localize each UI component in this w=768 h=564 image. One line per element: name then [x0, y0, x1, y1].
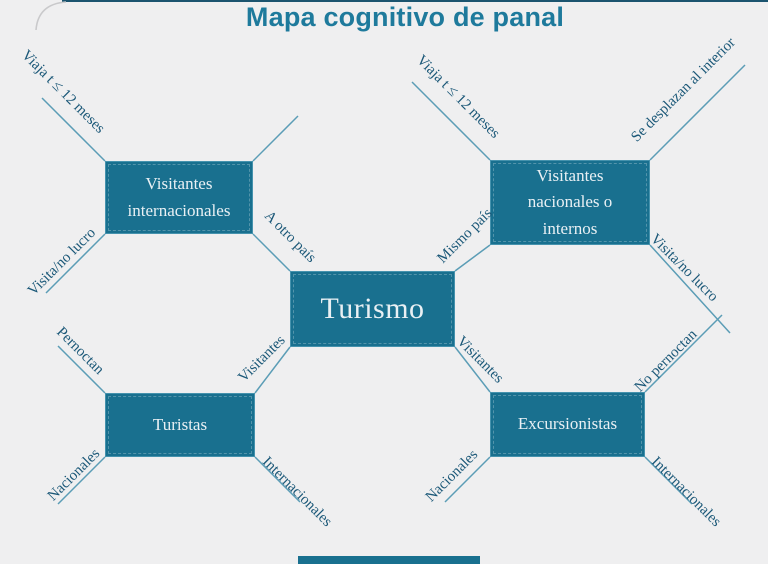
connector-line [41, 97, 106, 162]
connector-line [57, 456, 106, 505]
connector-line [57, 345, 106, 394]
connector-line [644, 456, 693, 505]
connector-line [454, 244, 491, 272]
connector-line [45, 233, 106, 294]
node-label: Visitantes nacionales o internos [527, 165, 613, 238]
connector-line [252, 115, 299, 162]
page-title: Mapa cognitivo de panal [245, 2, 565, 32]
node-label: Turismo [320, 291, 425, 325]
node-label: Turistas [152, 414, 208, 434]
bottom-edge-bar [298, 556, 480, 564]
top-border-line [62, 0, 768, 3]
node-label: Visitantes internacionales [127, 174, 231, 220]
connector-line [454, 346, 491, 393]
node-turistas: Turistas [105, 393, 255, 457]
node-turismo-center: Turismo [290, 271, 455, 347]
node-label: Excursionistas [517, 414, 618, 434]
node-visitantes-internacionales: Visitantes internacionales [105, 161, 253, 234]
node-excursionistas: Excursionistas [490, 392, 645, 457]
connector-line [254, 346, 291, 394]
connector-line [411, 81, 491, 161]
slide-corner-arc [35, 1, 67, 31]
node-visitantes-nacionales-o-internos: Visitantes nacionales o internos [490, 160, 650, 245]
connector-line [649, 244, 731, 334]
connector-line [252, 233, 291, 272]
connector-line [254, 456, 301, 503]
connector-line [649, 64, 746, 161]
connector-line [644, 314, 723, 393]
connector-line [444, 456, 491, 503]
